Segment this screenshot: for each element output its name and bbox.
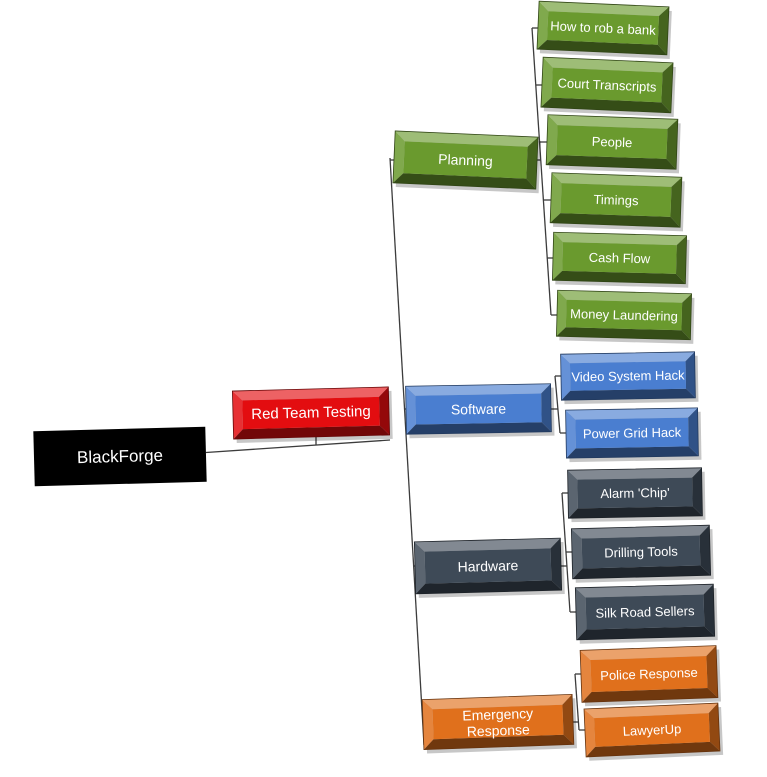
node-red-team-testing-label: Red Team Testing: [251, 403, 371, 423]
connector-line: [205, 439, 391, 454]
leaf-node-lawyerup-label: LawyerUp: [622, 721, 681, 739]
leaf-node-court-transcripts-label: Court Transcripts: [557, 75, 657, 94]
connector-line: [554, 375, 561, 434]
connector-line: [389, 157, 425, 746]
leaf-node-how-to-rob-a-bank-label: How to rob a bank: [550, 18, 657, 38]
leaf-node-court-transcripts: Court Transcripts: [540, 56, 676, 117]
leaf-node-police-response-label: Police Response: [600, 665, 698, 683]
leaf-node-silk-road-sellers: Silk Road Sellers: [574, 583, 718, 644]
category-node-hardware-label: Hardware: [457, 557, 518, 575]
leaf-node-alarm-chip: Alarm 'Chip': [567, 467, 706, 523]
root-node-blackforge: BlackForge: [33, 426, 207, 487]
category-node-software: Software: [405, 383, 555, 439]
diagram-nodes: BlackForge Red Team Testing Planning How to…: [33, 0, 724, 761]
leaf-node-lawyerup: LawyerUp: [583, 702, 724, 761]
leaf-node-alarm-chip-label: Alarm 'Chip': [600, 485, 670, 501]
leaf-node-timings-label: Timings: [593, 192, 639, 209]
category-node-emergency-response-label: EmergencyResponse: [462, 705, 534, 740]
node-red-team-testing: Red Team Testing: [231, 386, 393, 443]
root-node-blackforge-label: BlackForge: [77, 446, 163, 467]
leaf-node-power-grid-hack-label: Power Grid Hack: [583, 425, 682, 442]
leaf-node-money-laundering-label: Money Laundering: [570, 306, 678, 324]
leaf-node-police-response: Police Response: [579, 645, 722, 707]
leaf-node-drilling-tools: Drilling Tools: [570, 524, 714, 583]
leaf-node-people-label: People: [592, 134, 633, 150]
leaf-node-power-grid-hack: Power Grid Hack: [565, 407, 702, 463]
category-node-planning: Planning: [392, 130, 541, 194]
leaf-node-people: People: [545, 114, 681, 174]
leaf-node-video-system-hack: Video System Hack: [560, 351, 699, 405]
category-node-hardware: Hardware: [413, 537, 565, 598]
leaf-node-silk-road-sellers-label: Silk Road Sellers: [595, 603, 695, 621]
leaf-node-timings: Timings: [549, 172, 685, 232]
leaf-node-money-laundering: Money Laundering: [556, 289, 695, 344]
connector-line: [574, 673, 580, 731]
leaf-node-cash-flow: Cash Flow: [551, 231, 690, 288]
leaf-node-video-system-hack-label: Video System Hack: [571, 368, 685, 385]
connector-line: [531, 27, 552, 316]
leaf-node-drilling-tools-label: Drilling Tools: [604, 544, 678, 561]
leaf-node-how-to-rob-a-bank: How to rob a bank: [536, 0, 672, 59]
category-node-planning-label: Planning: [438, 151, 493, 169]
leaf-node-cash-flow-label: Cash Flow: [589, 250, 651, 267]
category-node-emergency-response: EmergencyResponse: [421, 693, 577, 754]
category-node-software-label: Software: [451, 401, 507, 418]
